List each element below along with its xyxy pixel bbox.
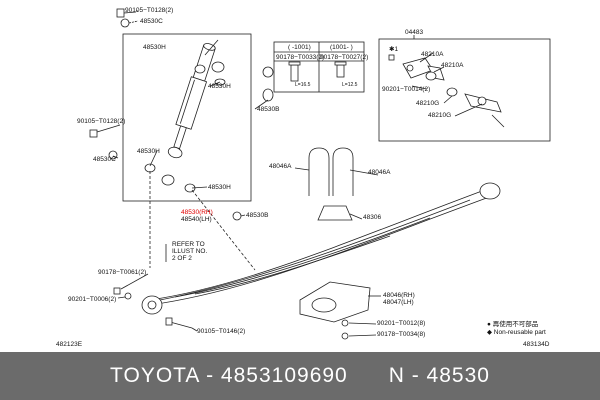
detail-col-a: ( -1001)	[288, 44, 311, 51]
part-label-48306: 48306	[363, 214, 382, 221]
shackle-icon	[402, 57, 505, 128]
bolt-icon	[334, 61, 347, 78]
part-label-48210A: 48210A	[441, 62, 464, 69]
part-label-48046A: 48046A	[269, 163, 292, 170]
part-label-48530C-top: 48530C	[140, 18, 163, 25]
part-label-48046-rh: 48046(RH)	[383, 292, 415, 299]
diagram-code-right: 483134D	[523, 341, 550, 348]
detail-part-b: 90178−T0027(2)	[320, 54, 369, 61]
refer-note-line-2: ILLUST NO.	[172, 248, 208, 255]
washer-icon	[262, 66, 274, 78]
part-label-48530B: 48530B	[246, 212, 269, 219]
washer-icon	[262, 88, 274, 102]
part-label-48530H: 48530H	[137, 148, 160, 155]
bolt-icon	[169, 321, 193, 329]
diagram-code-left: 482123E	[56, 341, 83, 348]
part-label-48210G: 48210G	[428, 112, 452, 119]
part-label-48210A: 48210A	[421, 51, 444, 58]
bolt-icon	[89, 129, 98, 138]
leaf-spring-icon	[141, 182, 501, 315]
top-bolt-icon	[116, 8, 137, 18]
u-bolt-icon	[308, 147, 354, 196]
legend-reuse-jp: ● 再使用不可部品	[487, 321, 539, 328]
shackle-box	[378, 38, 551, 142]
part-label-04483: 04483	[405, 29, 424, 36]
pad-icon	[317, 205, 353, 221]
refer-note-line-3: 2 OF 2	[172, 255, 192, 262]
bushing-icon	[211, 61, 225, 73]
part-number-footer: TOYOTA - 4853109690 N - 48530	[0, 352, 600, 400]
part-label-90105-T0146: 90105−T0146(2)	[197, 328, 246, 335]
part-label-48530-rh-highlight: 48530(RH)	[181, 209, 213, 216]
top-washer-icon	[120, 18, 130, 28]
shock-absorber-icon	[167, 43, 216, 159]
bushing-icon	[194, 64, 206, 74]
part-label-90178-T0034: 90178−T0034(8)	[377, 331, 426, 338]
part-label-48046A: 48046A	[368, 169, 391, 176]
footer-part-number: TOYOTA - 4853109690 N - 48530	[110, 364, 490, 387]
nut-icon	[341, 319, 349, 327]
part-label-48530B: 48530B	[257, 106, 280, 113]
detail-length-b: L=12.5	[342, 82, 358, 88]
part-label-48210G: 48210G	[416, 100, 440, 107]
washer-icon	[341, 332, 349, 340]
bushing-icon	[161, 174, 175, 186]
part-label-90201-T0012: 90201−T0012(8)	[377, 320, 426, 327]
nut-icon	[113, 287, 121, 295]
part-label-90105-T0128-left: 90105−T0128(2)	[77, 118, 126, 125]
detail-part-a: 90178−T0033(2)	[276, 54, 325, 61]
part-label-90201-T0006: 90201−T0006(2)	[68, 296, 117, 303]
washer-icon	[232, 211, 242, 221]
part-label-48530C-left: 48530C	[93, 156, 116, 163]
parts-diagram: 90105−T0128(2) 48530C 48530H 48530H 4853…	[56, 7, 551, 348]
refer-note-line-1: REFER TO	[172, 241, 205, 248]
diagram-drawing	[89, 8, 551, 340]
part-label-90178-T0061: 90178−T0061(2)	[98, 269, 147, 276]
detail-col-b: (1001- )	[330, 44, 353, 51]
star-mark: ✱1	[389, 46, 399, 53]
part-label-48530H: 48530H	[208, 83, 231, 90]
part-label-48047-lh: 48047(LH)	[383, 299, 414, 306]
part-label-90105-T0128-top: 90105−T0128(2)	[125, 7, 174, 14]
detail-length-a: L=16.5	[295, 82, 311, 88]
shock-frame	[122, 33, 252, 202]
part-label-90201-T0014: 90201−T0014(2)	[382, 86, 431, 93]
part-label-48540-lh: 48540(LH)	[181, 216, 212, 223]
part-label-48530H: 48530H	[208, 184, 231, 191]
part-label-48530H: 48530H	[143, 44, 166, 51]
washer-icon	[124, 292, 132, 300]
legend-non-reusable: ◆ Non-reusable part	[487, 329, 546, 336]
bolt-icon	[288, 61, 301, 82]
